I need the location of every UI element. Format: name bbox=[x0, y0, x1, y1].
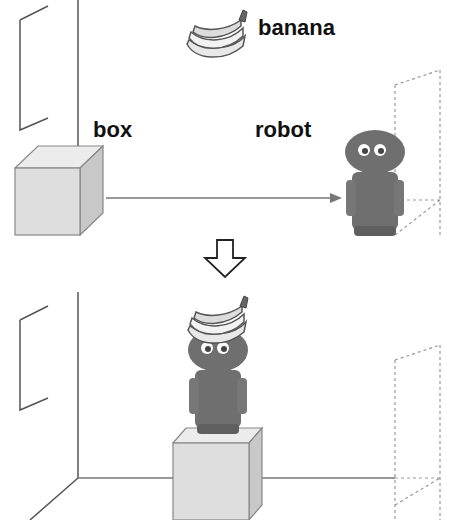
object-label: box bbox=[93, 118, 132, 142]
object-label: robot bbox=[255, 118, 311, 142]
object-label: banana bbox=[258, 16, 335, 40]
